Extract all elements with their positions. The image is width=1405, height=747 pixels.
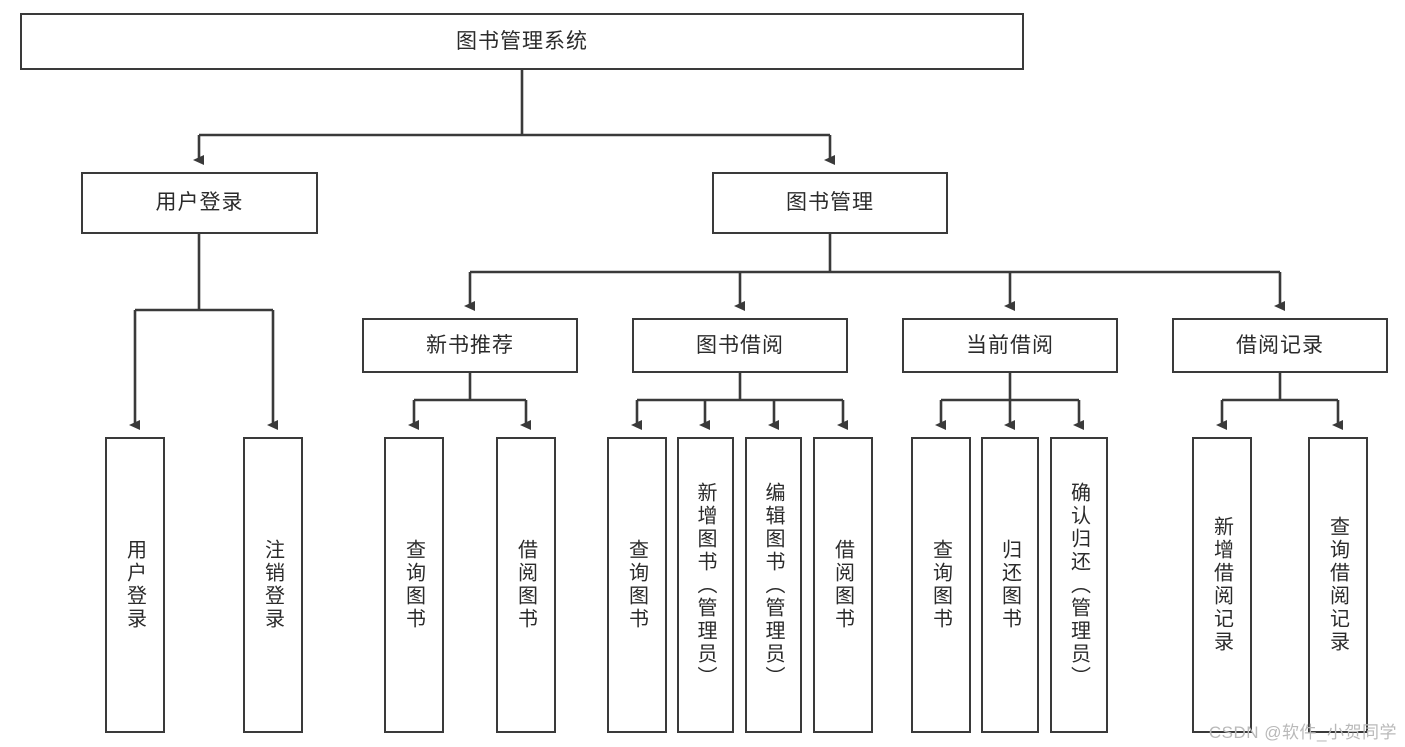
node-label: 借阅图书 bbox=[514, 539, 537, 631]
watermark: CSDN @软件_小贺同学 bbox=[1208, 723, 1397, 742]
node-label: 查询图书 bbox=[929, 539, 952, 631]
node-book-management[interactable]: 图书管理 bbox=[712, 172, 948, 234]
node-label: 新书推荐 bbox=[426, 333, 514, 357]
node-label: 图书借阅 bbox=[696, 333, 784, 357]
node-label: 图书管理 bbox=[786, 191, 874, 215]
node-label: 查询图书 bbox=[625, 539, 648, 631]
leaf-borrow-books-borrowing[interactable]: 借阅图书 bbox=[813, 437, 873, 733]
leaf-confirm-return-admin[interactable]: 确认归还（管理员） bbox=[1050, 437, 1108, 733]
leaf-user-login[interactable]: 用户登录 bbox=[105, 437, 165, 733]
node-user-login[interactable]: 用户登录 bbox=[81, 172, 318, 234]
leaf-borrow-books-recommendation[interactable]: 借阅图书 bbox=[496, 437, 556, 733]
leaf-add-book-admin[interactable]: 新增图书（管理员） bbox=[677, 437, 734, 733]
leaf-add-borrowing-record[interactable]: 新增借阅记录 bbox=[1192, 437, 1252, 733]
node-label: 用户登录 bbox=[123, 539, 146, 631]
node-label: 注销登录 bbox=[261, 539, 284, 631]
leaf-return-books[interactable]: 归还图书 bbox=[981, 437, 1039, 733]
node-label: 借阅图书 bbox=[831, 539, 854, 631]
node-label: 当前借阅 bbox=[966, 333, 1054, 357]
node-label: 确认归还（管理员） bbox=[1067, 481, 1090, 689]
node-label: 查询借阅记录 bbox=[1326, 516, 1349, 654]
node-book-borrowing[interactable]: 图书借阅 bbox=[632, 318, 848, 373]
node-borrowing-records[interactable]: 借阅记录 bbox=[1172, 318, 1388, 373]
node-library-management-system[interactable]: 图书管理系统 bbox=[20, 13, 1024, 70]
node-label: 借阅记录 bbox=[1236, 333, 1324, 357]
leaf-query-borrowing-record[interactable]: 查询借阅记录 bbox=[1308, 437, 1368, 733]
node-label: 查询图书 bbox=[402, 539, 425, 631]
leaf-query-books-current[interactable]: 查询图书 bbox=[911, 437, 971, 733]
node-label: 用户登录 bbox=[155, 191, 244, 215]
node-label: 编辑图书（管理员） bbox=[762, 481, 784, 689]
leaf-query-books-recommendation[interactable]: 查询图书 bbox=[384, 437, 444, 733]
node-label: 归还图书 bbox=[998, 539, 1021, 631]
node-label: 新增借阅记录 bbox=[1210, 516, 1233, 654]
node-current-borrowing[interactable]: 当前借阅 bbox=[902, 318, 1118, 373]
leaf-edit-book-admin[interactable]: 编辑图书（管理员） bbox=[745, 437, 802, 733]
node-new-book-recommendation[interactable]: 新书推荐 bbox=[362, 318, 578, 373]
node-label: 图书管理系统 bbox=[456, 29, 588, 53]
leaf-query-books-borrowing[interactable]: 查询图书 bbox=[607, 437, 667, 733]
leaf-logout[interactable]: 注销登录 bbox=[243, 437, 303, 733]
node-label: 新增图书（管理员） bbox=[694, 481, 716, 689]
